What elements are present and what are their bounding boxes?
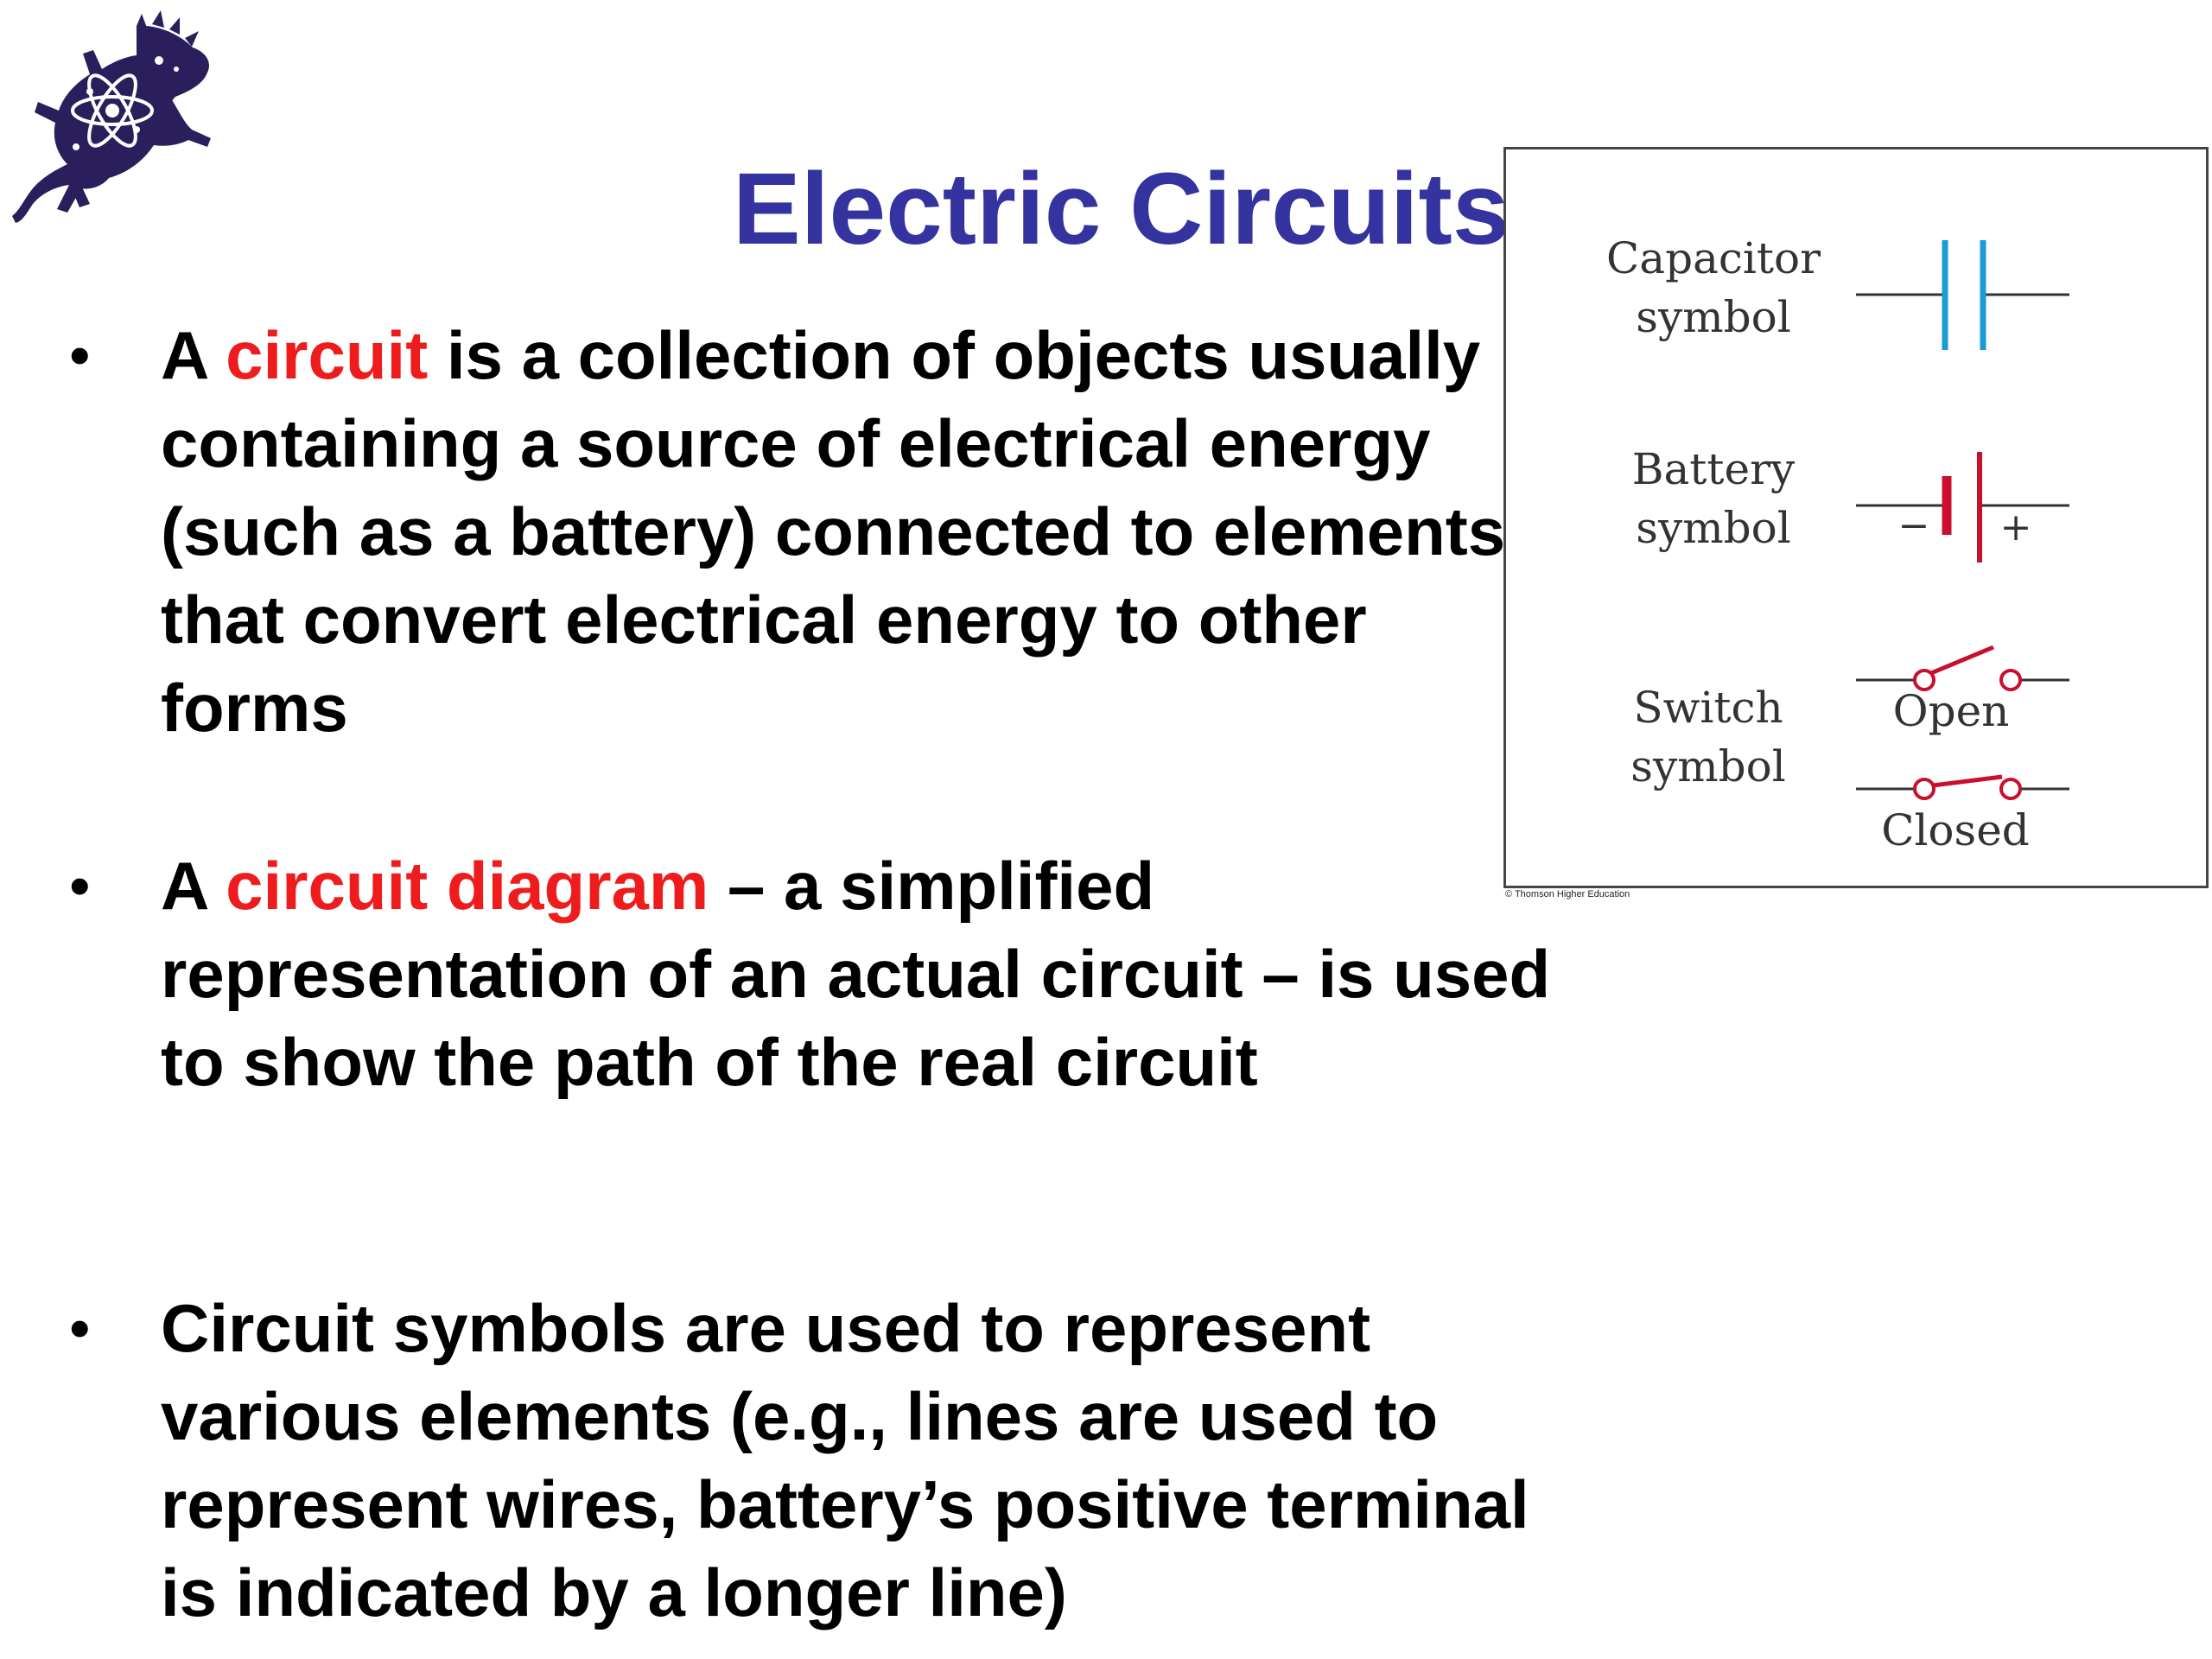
switch-closed-symbol-icon [1856, 774, 2069, 800]
battery-symbol-icon [1856, 452, 2069, 563]
capacitor-symbol-icon [1856, 240, 2069, 350]
bullet-marker: • [69, 852, 91, 919]
bullet-prefix: A [161, 848, 226, 924]
bullet-marker: • [69, 321, 91, 389]
bullet-prefix: A [161, 317, 226, 393]
switch-closed-label: Closed [1881, 805, 2030, 855]
battery-plus-sign: + [2000, 505, 2032, 550]
circuit-symbols-drawing: − + [1856, 240, 2069, 800]
bullet-text: A circuit diagram – a simplified represe… [161, 842, 1560, 1106]
switch-open-label: Open [1892, 686, 2010, 736]
bullet-body: is a collection of objects usually conta… [161, 317, 1506, 746]
battery-minus-sign: − [1898, 504, 1930, 548]
bullet-body: Circuit symbols are used to represent va… [161, 1290, 1529, 1630]
figure-credit: © Thomson Higher Education [1505, 889, 1630, 899]
switch-open-symbol-icon [1856, 645, 2069, 691]
highlight-term: circuit diagram [226, 848, 709, 924]
switch-label: Switch symbol [1630, 683, 1786, 791]
circuit-symbols-figure: − + Capacitor symbol Battery symbol Swit… [1503, 147, 2209, 888]
slide-title: Electric Circuits [733, 152, 1510, 266]
bullet-text: Circuit symbols are used to represent va… [161, 1284, 1560, 1637]
battery-label: Battery symbol [1631, 444, 1796, 553]
bullet-body: – a simplified representation of an actu… [161, 848, 1551, 1100]
bullet-marker: • [69, 1294, 91, 1362]
capacitor-label: Capacitor symbol [1606, 233, 1821, 342]
bullet-text: A circuit is a collection of objects usu… [161, 311, 1560, 752]
highlight-term: circuit [226, 317, 429, 393]
horned-lizard-logo-icon [12, 10, 211, 224]
